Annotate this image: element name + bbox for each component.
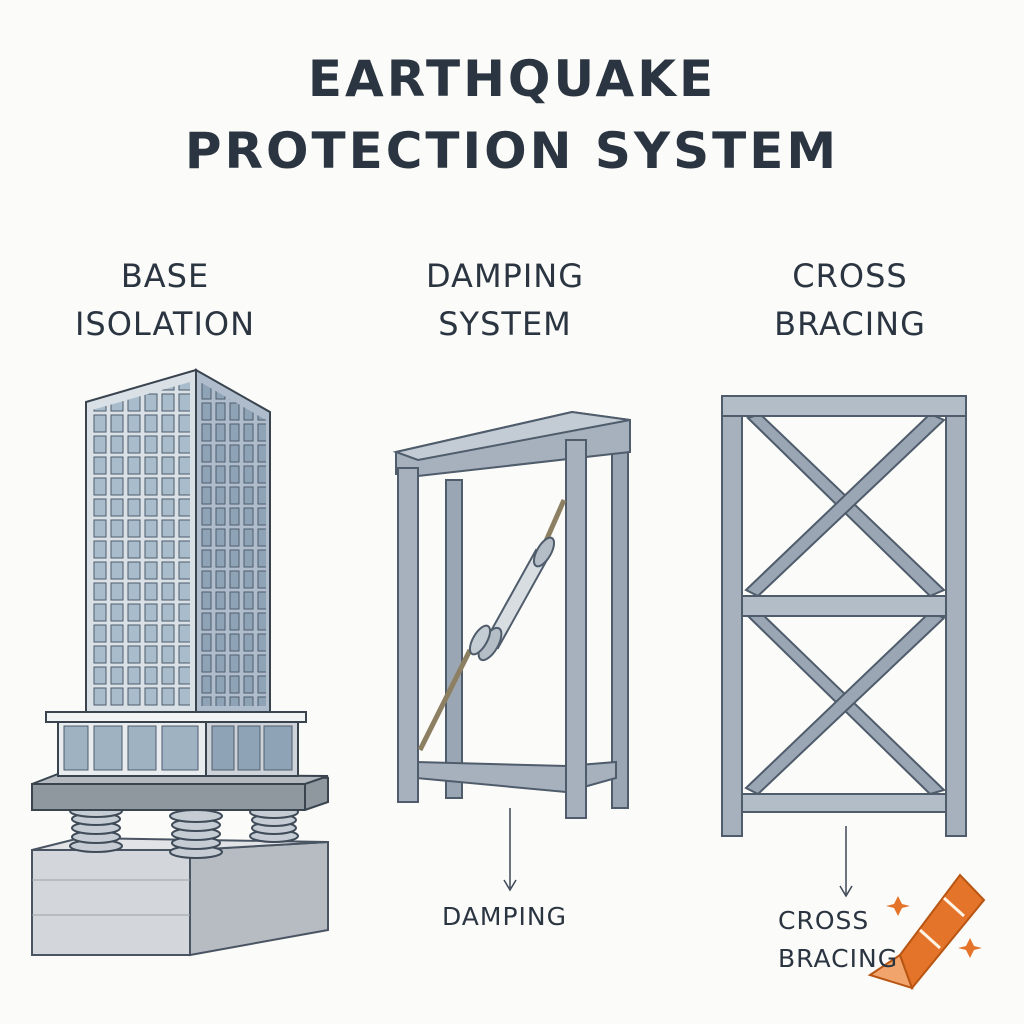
building-icon <box>85 368 271 713</box>
heading-cross-bracing-line1: CROSS <box>792 257 908 295</box>
heading-damping-system-line2: SYSTEM <box>438 305 572 343</box>
heading-cross-bracing: CROSS BRACING <box>700 252 1000 348</box>
heading-damping-system: DAMPING SYSTEM <box>350 252 660 348</box>
heading-damping-system-line1: DAMPING <box>425 257 585 295</box>
damper-icon <box>417 498 567 752</box>
cross-bracing-illustration <box>721 395 967 898</box>
base-isolation-illustration <box>31 368 329 957</box>
cross-bracing-callout-label: CROSS BRACING <box>778 902 898 978</box>
heading-base-isolation-line2: ISOLATION <box>74 305 255 343</box>
diagram-title-line1: EARTHQUAKE <box>307 50 717 108</box>
diagram-title-line2: PROTECTION SYSTEM <box>184 122 840 180</box>
cross-callout-line2: BRACING <box>778 944 899 973</box>
building-podium <box>45 711 307 777</box>
sparkle-icon <box>886 896 982 958</box>
damping-callout-label: DAMPING <box>442 898 567 936</box>
heading-base-isolation: BASE ISOLATION <box>20 252 310 348</box>
damping-illustration <box>392 410 631 892</box>
cross-pointer-arrow <box>839 826 853 898</box>
crayon-icon <box>867 873 986 990</box>
isolation-slab <box>31 772 329 811</box>
spring-isolator-icon <box>69 804 299 859</box>
cross-callout-line1: CROSS <box>778 906 870 935</box>
damping-pointer-arrow <box>503 808 517 892</box>
damping-callout-text: DAMPING <box>442 902 568 931</box>
heading-base-isolation-line1: BASE <box>120 257 210 295</box>
heading-cross-bracing-line2: BRACING <box>774 305 926 343</box>
